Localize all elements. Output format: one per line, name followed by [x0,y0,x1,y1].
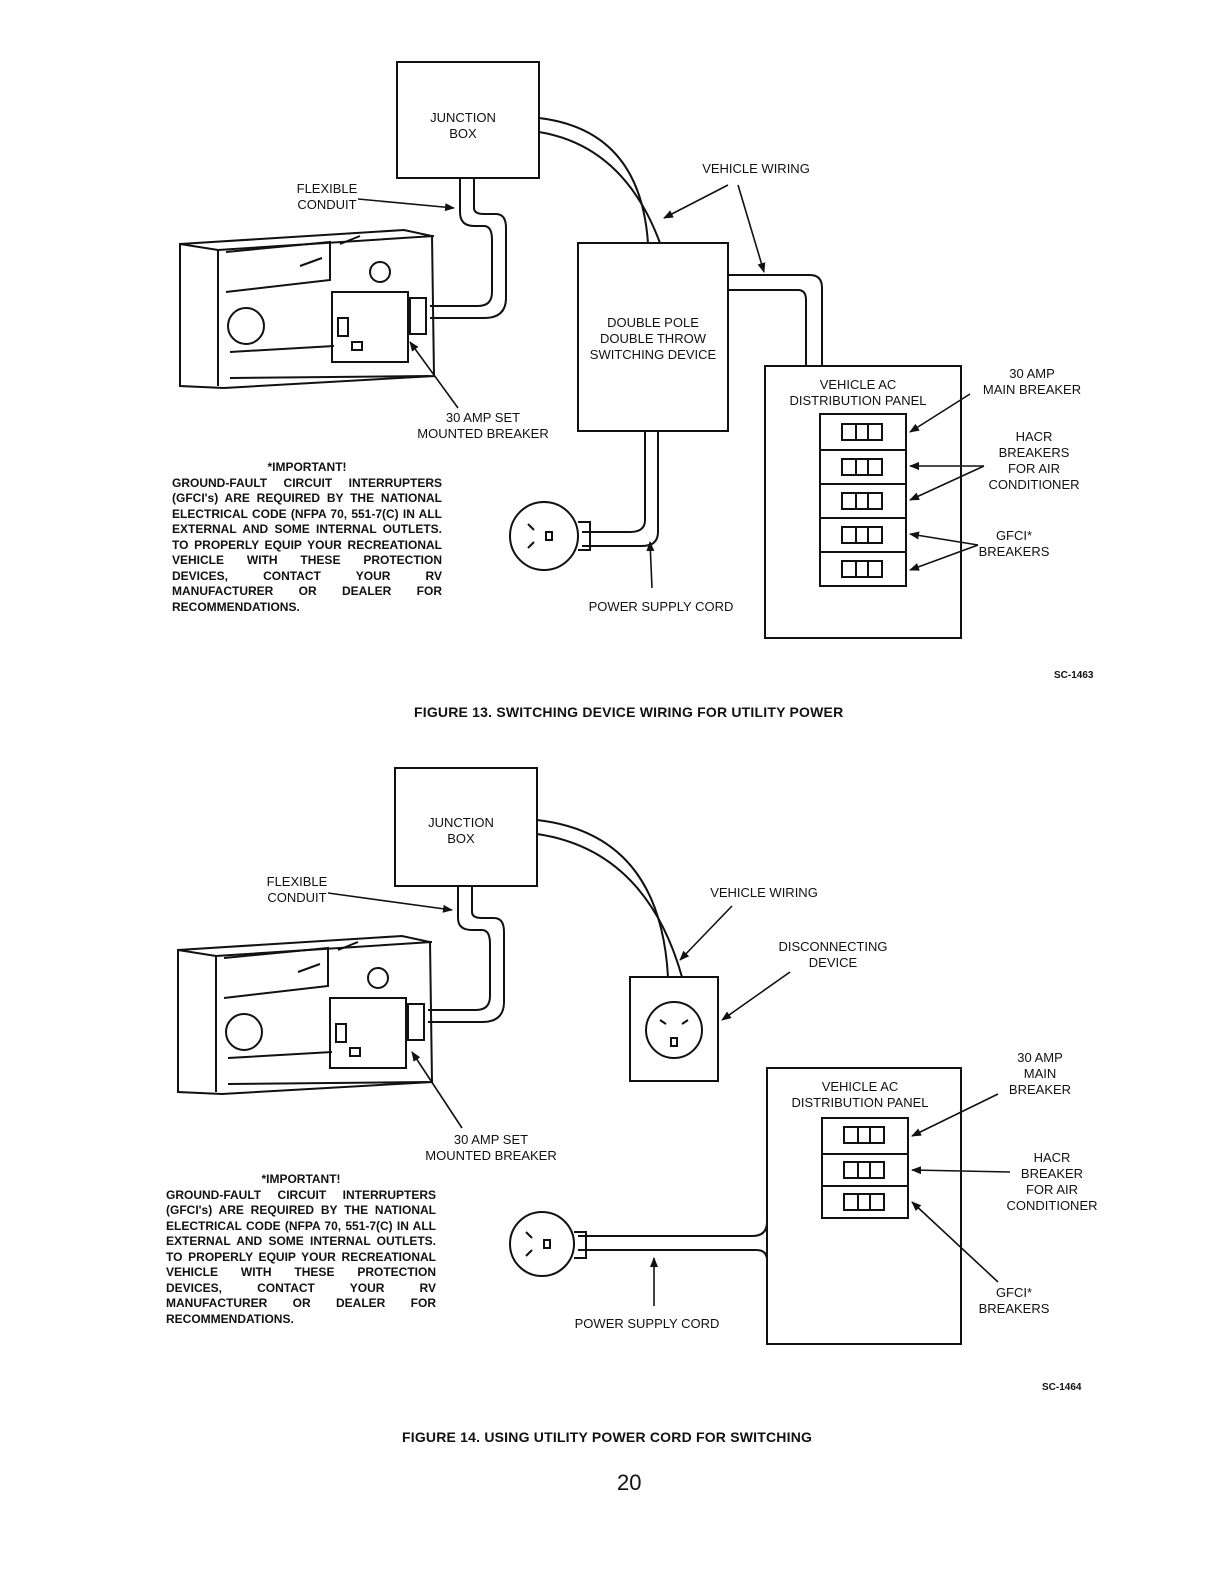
fig14-caption: FIGURE 14. USING UTILITY POWER CORD FOR … [402,1429,813,1445]
figure-13-diagram [179,61,985,639]
fig13-code: SC-1463 [1054,670,1094,681]
fig13-important-note: *IMPORTANT! GROUND-FAULT CIRCUIT INTERRU… [172,460,442,615]
switching-device [577,242,729,432]
fig13-switching-device-label: DOUBLE POLE DOUBLE THROW SWITCHING DEVIC… [589,315,717,362]
fig14-important-title: *IMPORTANT! [261,1172,341,1186]
generator-illustration [177,934,434,1096]
fig13-flexible-conduit-label: FLEXIBLE CONDUIT [296,181,358,212]
disconnecting-device [629,976,719,1082]
fig13-important-title: *IMPORTANT! [267,460,347,474]
page-number: 20 [617,1470,642,1495]
fig13-vehicle-wiring-label: VEHICLE WIRING [702,161,810,176]
fig13-junction-box-label: JUNCTION BOX [430,110,496,141]
fig13-hacr-label: HACR BREAKERS FOR AIR CONDITIONER [988,429,1080,492]
plug-icon [509,501,579,571]
fig13-main-breaker-label: 30 AMP MAIN BREAKER [982,366,1082,397]
fig13-panel-label: VEHICLE AC DISTRIBUTION PANEL [789,377,927,408]
outlet-icon [645,1001,703,1059]
power-supply-cord [582,431,646,533]
vehicle-wiring-conduit-b [728,274,823,366]
fig14-main-breaker-label: 30 AMP MAIN BREAKER [1008,1050,1072,1097]
fig14-junction-box-label: JUNCTION BOX [428,815,494,846]
fig13-caption: FIGURE 13. SWITCHING DEVICE WIRING FOR U… [414,704,844,720]
generator-illustration [179,228,436,390]
fig14-code: SC-1464 [1042,1382,1082,1393]
junction-box [396,61,540,179]
fig14-flexible-conduit-label: FLEXIBLE CONDUIT [266,874,328,905]
junction-box [394,767,538,887]
fig13-power-cord-label: POWER SUPPLY CORD [588,599,734,614]
figure-14-diagram [177,767,1011,1345]
breaker-stack [821,1117,909,1219]
vehicle-wiring-conduit [536,819,669,978]
power-supply-cord [578,1221,768,1237]
breaker-stack [819,413,907,587]
distribution-panel [766,1067,962,1345]
fig14-hacr-label: HACR BREAKER FOR AIR CONDITIONER [1006,1150,1098,1213]
flexible-conduit [428,886,491,1011]
fig14-breaker-set-label: 30 AMP SET MOUNTED BREAKER [425,1132,557,1163]
fig14-disconnecting-label: DISCONNECTING DEVICE [778,939,888,970]
flexible-conduit [430,178,493,307]
fig14-power-cord-label: POWER SUPPLY CORD [574,1316,720,1331]
fig13-breaker-set-label: 30 AMP SET MOUNTED BREAKER [417,410,549,441]
fig13-important-text: GROUND-FAULT CIRCUIT INTERRUPTERS (GFCI'… [172,475,442,614]
fig14-important-note: *IMPORTANT! GROUND-FAULT CIRCUIT INTERRU… [166,1172,436,1327]
distribution-panel [764,365,962,639]
vehicle-wiring-conduit-a [538,117,649,244]
fig14-gfci-label: GFCI* BREAKERS [978,1285,1050,1316]
fig14-important-text: GROUND-FAULT CIRCUIT INTERRUPTERS (GFCI'… [166,1187,436,1326]
fig14-vehicle-wiring-label: VEHICLE WIRING [710,885,818,900]
fig14-panel-label: VEHICLE AC DISTRIBUTION PANEL [791,1079,929,1110]
plug-icon [509,1211,575,1277]
fig13-gfci-label: GFCI* BREAKERS [978,528,1050,559]
